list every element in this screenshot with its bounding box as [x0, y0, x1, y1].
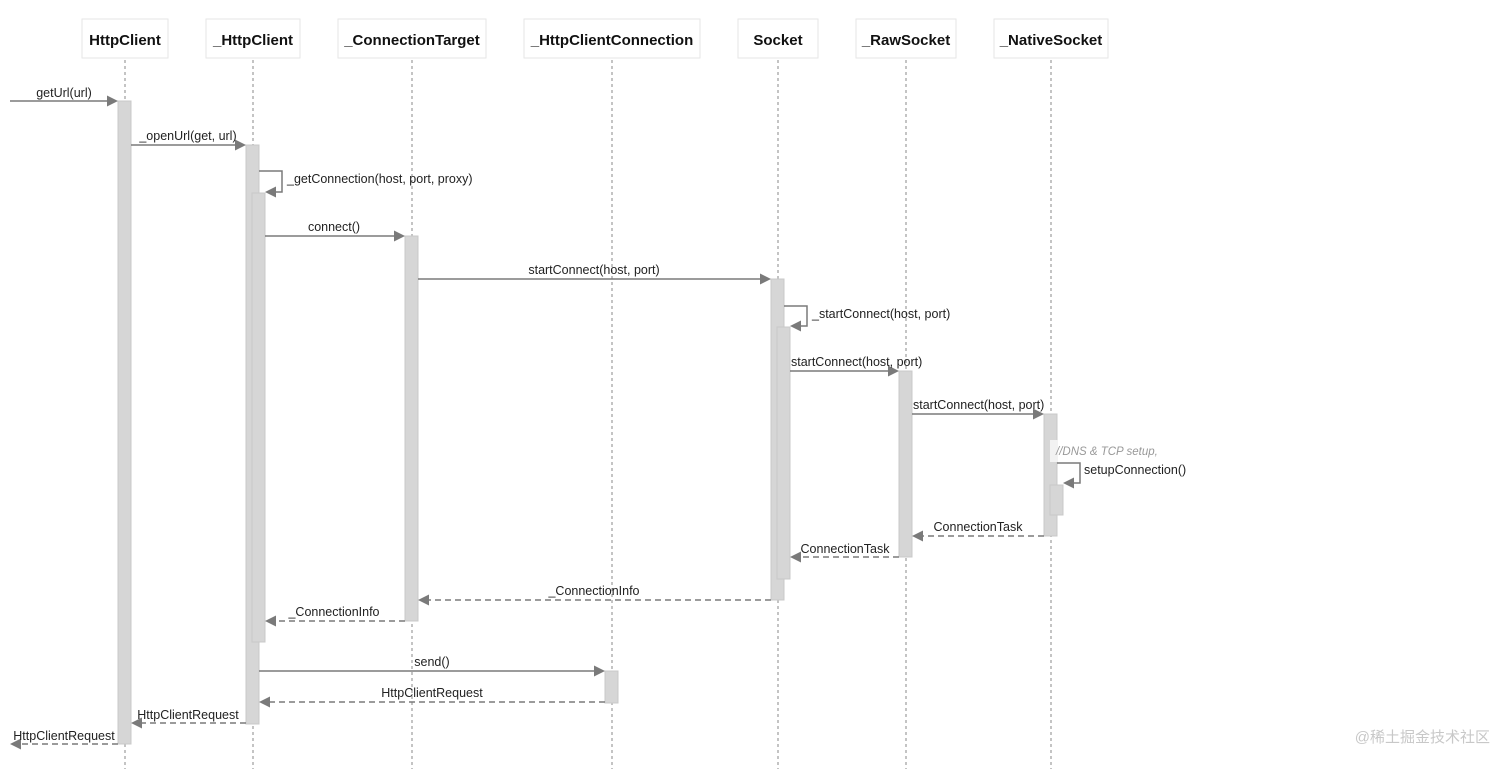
message-label: _getConnection(host, port, proxy) — [286, 172, 473, 186]
message-startConnect-socket: startConnect(host, port) — [418, 263, 771, 285]
message-startConnect-nativesocket: startConnect(host, port) — [912, 398, 1044, 420]
message-label: ConnectionTask — [801, 542, 891, 556]
arrow-head — [418, 594, 429, 606]
message-line — [1057, 462, 1081, 484]
message-_startConnect: _startConnect(host, port) — [784, 305, 950, 332]
message-label: HttpClientRequest — [13, 729, 115, 743]
arrow-head — [235, 139, 246, 151]
participant-box — [855, 18, 957, 59]
activation-_rawsocket — [898, 370, 913, 558]
arrow-head — [1063, 477, 1074, 489]
arrow-head — [760, 273, 771, 285]
note-text: //DNS & TCP setup, — [1055, 446, 1158, 458]
participant-box — [523, 18, 701, 59]
message-line — [784, 305, 808, 327]
message-connect: connect() — [265, 220, 405, 242]
participant-_httpclient: _HttpClient — [205, 18, 301, 59]
participant-box — [337, 18, 487, 59]
message-label: startConnect(host, port) — [528, 263, 659, 277]
message-_openUrl: _openUrl(get, url) — [131, 129, 246, 151]
arrow-head — [912, 530, 923, 542]
message-label: _ConnectionInfo — [287, 605, 379, 619]
arrow-head — [107, 95, 118, 107]
arrow-head — [10, 738, 21, 750]
message-return-connectiontask-raw: ConnectionTask — [912, 520, 1044, 542]
message-return-connectiontask-socket: ConnectionTask — [790, 542, 899, 563]
participant-socket: Socket — [737, 18, 819, 59]
message-label: connect() — [308, 220, 360, 234]
arrow-head — [265, 186, 276, 198]
message-line — [259, 170, 283, 193]
participant-box — [737, 18, 819, 59]
message-_getConnection: _getConnection(host, port, proxy) — [259, 170, 473, 198]
participant-label: Socket — [753, 32, 802, 49]
activation-bars — [117, 100, 1064, 745]
participant-box — [81, 18, 169, 59]
activation-socket-nested — [776, 326, 791, 580]
participant-httpclient: HttpClient — [81, 18, 169, 59]
activation-_httpclient-nested — [251, 192, 266, 643]
participant-label: _HttpClient — [212, 32, 293, 49]
message-setupConnection: setupConnection() — [1057, 462, 1186, 489]
message-return-httpclientrequest-2: HttpClientRequest — [131, 708, 246, 729]
arrow-head — [1033, 408, 1044, 420]
message-getUrl: getUrl(url) — [10, 86, 118, 107]
message-label: startConnect(host, port) — [791, 355, 922, 369]
message-label: startConnect(host, port) — [913, 398, 1044, 412]
message-label: _startConnect(host, port) — [811, 307, 950, 321]
message-label: HttpClientRequest — [137, 708, 239, 722]
message-return-connectioninfo-httpclient: _ConnectionInfo — [265, 605, 405, 627]
note-marker — [1050, 440, 1058, 462]
arrow-head — [259, 696, 270, 708]
participant-label: HttpClient — [89, 32, 161, 49]
arrow-head — [131, 717, 142, 729]
watermark: @稀土掘金技术社区 — [1355, 729, 1490, 746]
arrow-head — [594, 665, 605, 677]
participant-label: _NativeSocket — [999, 32, 1103, 49]
participant-headers: HttpClient _HttpClient _ConnectionTarget… — [81, 18, 1109, 59]
message-label: _openUrl(get, url) — [138, 129, 236, 143]
participant-_rawsocket: _RawSocket — [855, 18, 957, 59]
message-label: HttpClientRequest — [381, 686, 483, 700]
activation-_nativesocket-nested — [1049, 484, 1064, 516]
participant-_nativesocket: _NativeSocket — [993, 18, 1109, 59]
activation-_connectiontarget — [404, 235, 419, 622]
arrow-head — [394, 230, 405, 242]
participant-box — [993, 18, 1109, 59]
message-startConnect-rawsocket: startConnect(host, port) — [790, 355, 922, 377]
message-label: setupConnection() — [1084, 463, 1186, 477]
message-return-httpclientrequest-1: HttpClientRequest — [259, 686, 605, 708]
message-return-httpclientrequest-3: HttpClientRequest — [10, 729, 118, 750]
participant-_httpclientconnection: _HttpClientConnection — [523, 18, 701, 59]
message-return-connectioninfo-target: _ConnectionInfo — [418, 584, 771, 606]
note-dns-tcp: //DNS & TCP setup, — [1050, 440, 1158, 462]
activation-_nativesocket — [1043, 413, 1058, 537]
participant-label: _HttpClientConnection — [530, 32, 694, 49]
activation-httpclient — [117, 100, 132, 745]
participant-box — [205, 18, 301, 59]
message-label: send() — [414, 655, 449, 669]
arrow-head — [888, 365, 899, 377]
participant-label: _ConnectionTarget — [343, 32, 480, 49]
message-label: ConnectionTask — [934, 520, 1024, 534]
message-label: getUrl(url) — [36, 86, 92, 100]
activation-_httpclientconnection — [604, 670, 619, 704]
messages: getUrl(url) _openUrl(get, url) _getConne… — [10, 86, 1186, 750]
message-send: send() — [259, 655, 605, 677]
arrow-head — [265, 615, 276, 627]
arrow-head — [790, 551, 801, 563]
message-label: _ConnectionInfo — [547, 584, 639, 598]
participant-label: _RawSocket — [861, 32, 950, 49]
arrow-head — [790, 320, 801, 332]
participant-_connectiontarget: _ConnectionTarget — [337, 18, 487, 59]
